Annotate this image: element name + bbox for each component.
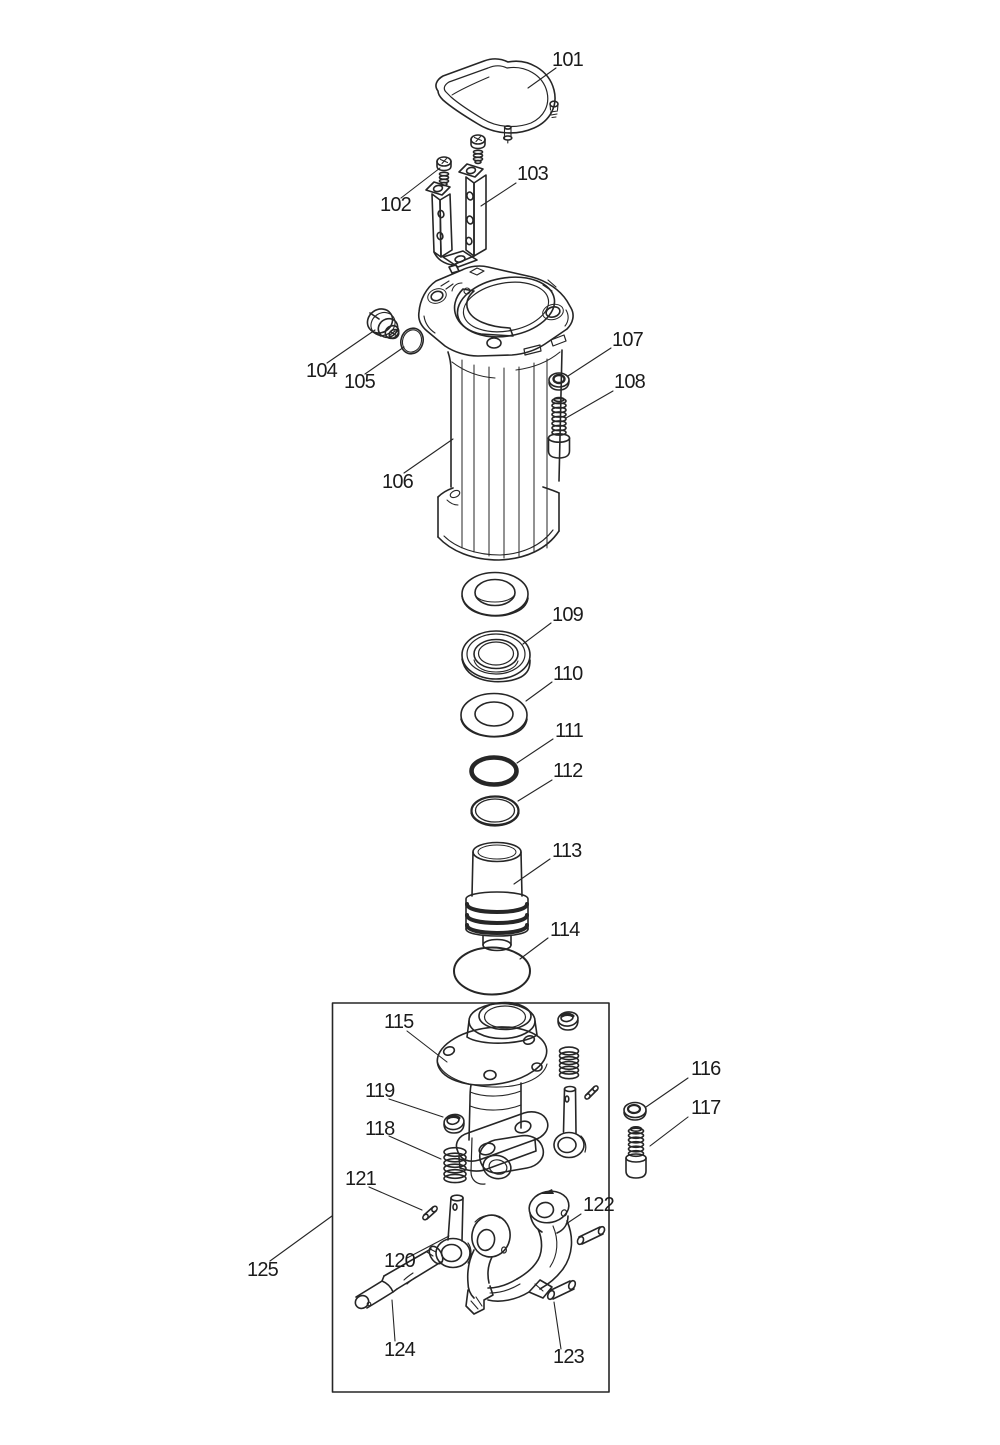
duplicate-cap-nut-drawing — [557, 1011, 579, 1031]
part-112-drawing — [470, 795, 520, 827]
leader-102 — [400, 167, 441, 199]
part-115-drawing — [436, 1001, 549, 1185]
part-122-drawing — [465, 1189, 573, 1315]
leader-119 — [388, 1098, 444, 1118]
leader-106 — [403, 438, 454, 474]
part-label-101: 101 — [552, 49, 584, 71]
part-label-106: 106 — [382, 471, 414, 493]
leader-118 — [388, 1135, 442, 1160]
part-label-104: 104 — [306, 360, 338, 382]
part-123-drawing — [546, 1279, 577, 1301]
part-label-111: 111 — [555, 720, 584, 742]
part-label-114: 114 — [550, 919, 580, 941]
duplicate-pin-drawing — [584, 1085, 599, 1100]
leader-lines — [269, 67, 689, 1350]
part-label-102: 102 — [380, 194, 412, 216]
part-label-124: 124 — [384, 1339, 416, 1361]
leader-109 — [522, 622, 552, 645]
part-118-drawing — [443, 1146, 467, 1184]
part-label-112: 112 — [553, 760, 583, 782]
leader-123 — [553, 1301, 562, 1350]
part-120-drawing — [435, 1194, 472, 1269]
group-box-125 — [331, 1002, 610, 1393]
part-109-drawing — [461, 630, 531, 683]
leader-107 — [567, 347, 612, 377]
leader-101 — [527, 67, 557, 89]
part-label-108: 108 — [614, 371, 646, 393]
leader-115 — [406, 1030, 448, 1063]
duplicate-pin-2-drawing — [576, 1225, 606, 1246]
part-label-118: 118 — [365, 1118, 395, 1140]
part-119-drawing — [443, 1113, 465, 1134]
part-121-drawing — [422, 1205, 438, 1221]
part-labels: 101 102 103 104 105 106 107 108 109 110 … — [247, 49, 722, 1368]
leader-110 — [525, 681, 553, 702]
leader-113 — [513, 858, 551, 885]
leader-114 — [519, 937, 549, 960]
leader-108 — [565, 390, 614, 419]
part-124-drawing — [354, 1245, 444, 1310]
leader-122 — [565, 1213, 582, 1225]
part-114-drawing — [453, 946, 531, 996]
part-106-drawing — [417, 265, 574, 561]
part-110-drawing — [460, 692, 528, 738]
part-117-drawing — [625, 1126, 647, 1179]
part-label-116: 116 — [691, 1058, 721, 1080]
part-label-105: 105 — [344, 371, 376, 393]
washer-stack-drawing — [461, 571, 529, 617]
leader-104 — [326, 329, 376, 364]
leader-121 — [368, 1186, 423, 1211]
part-label-110: 110 — [553, 663, 583, 685]
part-label-121: 121 — [345, 1168, 377, 1190]
part-104-drawing — [366, 308, 400, 340]
part-label-103: 103 — [517, 163, 549, 185]
part-label-117: 117 — [691, 1097, 721, 1119]
part-label-113: 113 — [552, 840, 582, 862]
leader-111 — [516, 738, 554, 764]
part-105-drawing — [399, 327, 425, 355]
part-102-drawing — [436, 134, 486, 187]
part-label-125: 125 — [247, 1259, 279, 1281]
duplicate-spring-drawing — [558, 1046, 580, 1080]
part-label-119: 119 — [365, 1080, 395, 1102]
leader-116 — [645, 1077, 689, 1108]
leader-125 — [269, 1215, 333, 1262]
part-label-120: 120 — [384, 1250, 416, 1272]
leader-103 — [480, 182, 517, 207]
part-113-drawing — [465, 841, 529, 952]
leader-105 — [364, 346, 405, 375]
part-107-drawing — [548, 372, 570, 391]
leader-112 — [517, 779, 553, 802]
leader-124 — [391, 1299, 396, 1342]
part-label-122: 122 — [583, 1194, 615, 1216]
part-label-115: 115 — [384, 1011, 414, 1033]
part-116-drawing — [623, 1101, 647, 1121]
duplicate-rod-drawing — [553, 1085, 587, 1159]
part-label-109: 109 — [552, 604, 584, 626]
part-103-drawing — [425, 163, 487, 274]
leader-117 — [649, 1116, 689, 1147]
part-label-123: 123 — [553, 1346, 585, 1368]
leader-120 — [406, 1235, 450, 1259]
part-label-107: 107 — [612, 329, 644, 351]
part-101-drawing — [435, 58, 559, 144]
part-108-drawing — [547, 396, 571, 459]
artwork — [269, 58, 689, 1393]
part-111-drawing — [469, 755, 519, 787]
